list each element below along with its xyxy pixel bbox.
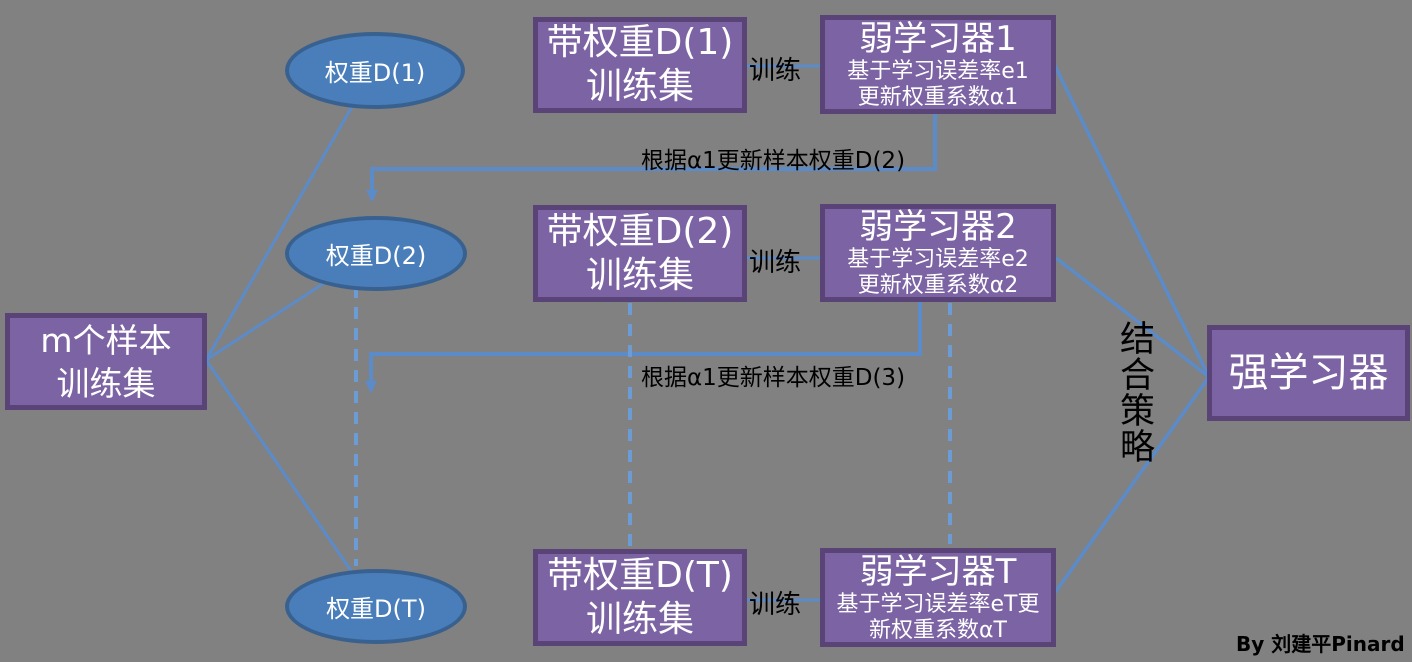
node-text-line: 基于学习误差率e1: [847, 58, 1029, 84]
edge-weak1-to-strong: [1052, 63, 1211, 378]
node-text-line: 训练集: [56, 363, 156, 403]
node-text-line: 权重D(T): [326, 595, 426, 623]
edge-weakT-to-strong: [1052, 375, 1211, 596]
node-trainset-d2: 带权重D(2) 训练集: [533, 205, 747, 302]
node-weight-d1: 权重D(1): [285, 32, 465, 109]
edge-update-weight-d3: [365, 301, 922, 393]
node-trainset-dT: 带权重D(T) 训练集: [533, 549, 747, 646]
node-text-line: 新权重系数αT: [869, 617, 1007, 643]
node-text-line: 强学习器: [1228, 350, 1389, 396]
node-weak-learner-1: 弱学习器1 基于学习误差率e1 更新权重系数α1: [820, 15, 1056, 114]
node-weight-d2: 权重D(2): [285, 216, 467, 291]
label-train-1: 训练: [748, 56, 801, 86]
node-text-line: 带权重D(2): [546, 210, 734, 252]
node-training-set-m-samples: m个样本 训练集: [5, 313, 207, 410]
node-text-line: 基于学习误差率e2: [847, 247, 1029, 272]
node-text-line: m个样本: [40, 320, 172, 360]
node-weak-learner-T: 弱学习器T 基于学习误差率eT更 新权重系数αT: [820, 548, 1056, 647]
node-text-line: 更新权重系数α2: [857, 273, 1019, 298]
node-text-line: 权重D(2): [325, 242, 427, 270]
node-text-line: 弱学习器1: [859, 18, 1017, 59]
node-weight-dT: 权重D(T): [285, 569, 467, 644]
node-text-line: 训练集: [585, 598, 694, 640]
node-text-line: 弱学习器T: [859, 551, 1017, 592]
edge-source-to-weight1: [204, 71, 374, 361]
node-text-line: 弱学习器2: [859, 207, 1017, 247]
node-strong-learner: 强学习器: [1207, 325, 1410, 421]
node-text-line: 带权重D(1): [546, 22, 734, 63]
node-weak-learner-2: 弱学习器2 基于学习误差率e2 更新权重系数α2: [820, 204, 1056, 302]
edge-source-to-weightT: [204, 359, 376, 605]
label-update-weight-d3: 根据α1更新样本权重D(3): [640, 365, 906, 391]
label-combine-strategy: 结合策略: [1119, 320, 1155, 468]
credit-text: By 刘建平Pinard: [1236, 632, 1405, 656]
edge-weak2-to-strong: [1054, 256, 1211, 379]
label-update-weight-d2: 根据α1更新样本权重D(2): [640, 148, 906, 174]
label-train-T: 训练: [748, 590, 801, 620]
node-text-line: 权重D(1): [324, 59, 426, 87]
node-text-line: 训练集: [585, 66, 694, 107]
node-trainset-d1: 带权重D(1) 训练集: [533, 17, 747, 113]
edge-update-weight-d2: [366, 113, 937, 202]
node-text-line: 基于学习误差率eT更: [836, 591, 1040, 617]
node-text-line: 带权重D(T): [547, 554, 733, 596]
node-text-line: 训练集: [585, 254, 694, 296]
label-train-2: 训练: [748, 248, 801, 278]
node-text-line: 更新权重系数α1: [857, 84, 1019, 110]
